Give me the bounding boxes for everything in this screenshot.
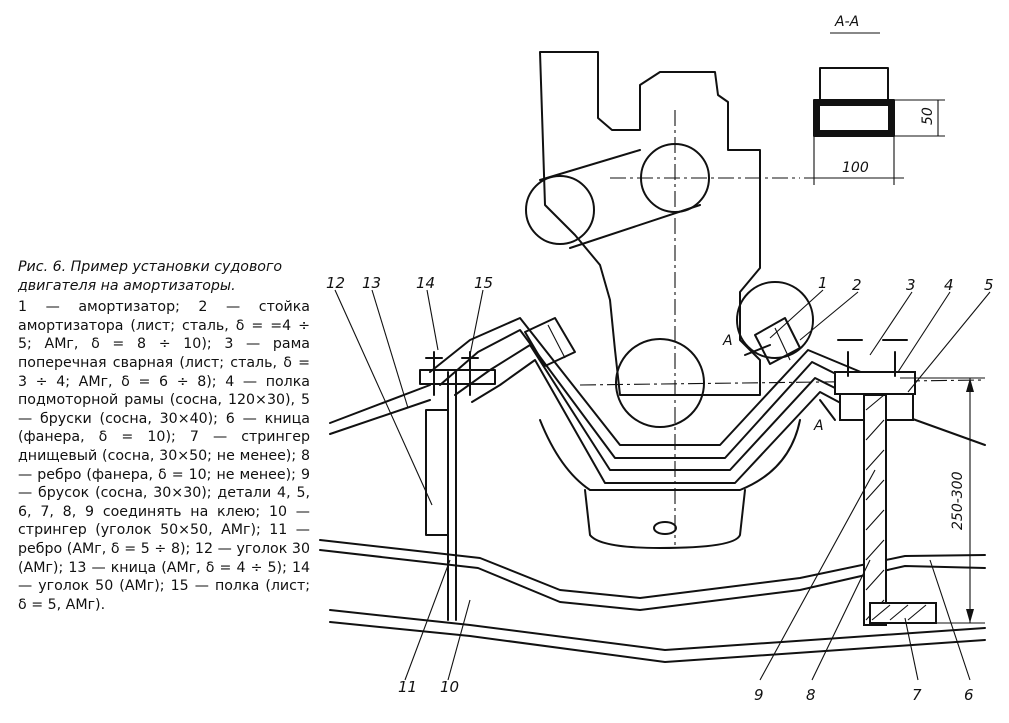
figure-caption: Рис. 6. Пример установки судового двигат… <box>18 258 310 614</box>
callout-13: 13 <box>362 274 381 292</box>
callout-14: 14 <box>416 274 435 292</box>
dimension-250-300: 250-300 <box>950 471 966 530</box>
callout-9: 9 <box>754 686 764 704</box>
callout-5: 5 <box>984 276 994 294</box>
callout-10: 10 <box>440 678 459 696</box>
callout-15: 15 <box>474 274 493 292</box>
callout-leaders <box>334 289 991 681</box>
section-width-dimension: 100 <box>842 160 869 176</box>
section-mark-a-top: А <box>722 333 733 349</box>
transverse-frame <box>429 317 901 484</box>
callout-4: 4 <box>944 276 954 294</box>
section-mark-a-bottom: А <box>813 418 824 434</box>
right-wood-mount <box>834 339 937 626</box>
caption-title: Рис. 6. Пример установки судового двигат… <box>18 259 283 294</box>
hull-outline <box>319 384 986 663</box>
callout-11: 11 <box>398 678 417 696</box>
section-title: А-А <box>834 14 859 30</box>
section-marks: А А <box>722 333 836 434</box>
section-inset: А-А 50 100 <box>804 14 945 185</box>
callout-numbers: 1 2 3 4 5 6 7 8 9 10 11 12 13 14 15 <box>326 274 994 704</box>
vertical-dimension: 250-300 <box>900 377 985 624</box>
left-angle-assembly <box>419 351 496 621</box>
callout-2: 2 <box>852 276 862 294</box>
callout-8: 8 <box>806 686 816 704</box>
callout-7: 7 <box>912 686 922 704</box>
shock-mounts <box>524 317 801 367</box>
callout-6: 6 <box>964 686 974 704</box>
caption-legend: 1 — амортизатор; 2 — стойка амортизатора… <box>18 299 310 613</box>
callout-3: 3 <box>906 276 916 294</box>
callout-1: 1 <box>818 274 828 292</box>
callout-12: 12 <box>326 274 345 292</box>
engine-block <box>525 51 986 549</box>
section-height-dimension: 50 <box>920 107 936 125</box>
